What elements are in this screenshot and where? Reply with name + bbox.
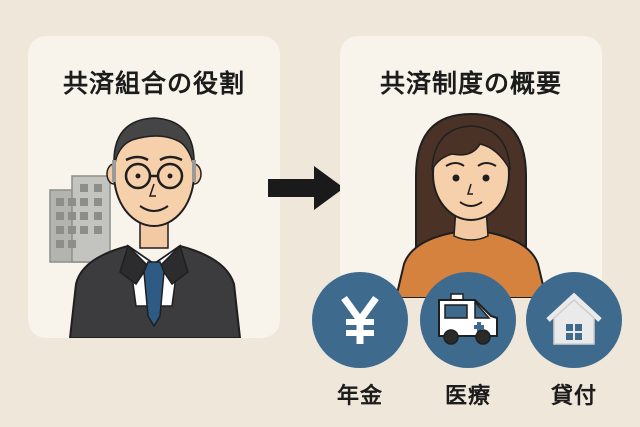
role-panel-title: 共済組合の役割 bbox=[62, 69, 245, 98]
service-label: 年金 bbox=[336, 384, 383, 409]
overview-panel-title: 共済制度の概要 bbox=[379, 69, 562, 98]
house-icon bbox=[526, 272, 622, 368]
service-medical: 医療 bbox=[420, 272, 516, 410]
service-label: 医療 bbox=[444, 384, 491, 409]
ambulance-icon bbox=[420, 272, 516, 368]
right-arrow-icon bbox=[268, 166, 344, 214]
role-panel: 共済組合の役割 bbox=[28, 36, 280, 338]
service-pension: 年金 bbox=[312, 272, 408, 410]
official-man-illustration bbox=[28, 96, 280, 338]
member-woman-illustration bbox=[340, 96, 602, 298]
service-loan: 貸付 bbox=[526, 272, 622, 410]
overview-panel: 共済制度の概要 bbox=[340, 36, 602, 298]
yen-icon bbox=[312, 272, 408, 368]
service-label: 貸付 bbox=[550, 384, 597, 409]
office-building-icon bbox=[49, 175, 111, 263]
